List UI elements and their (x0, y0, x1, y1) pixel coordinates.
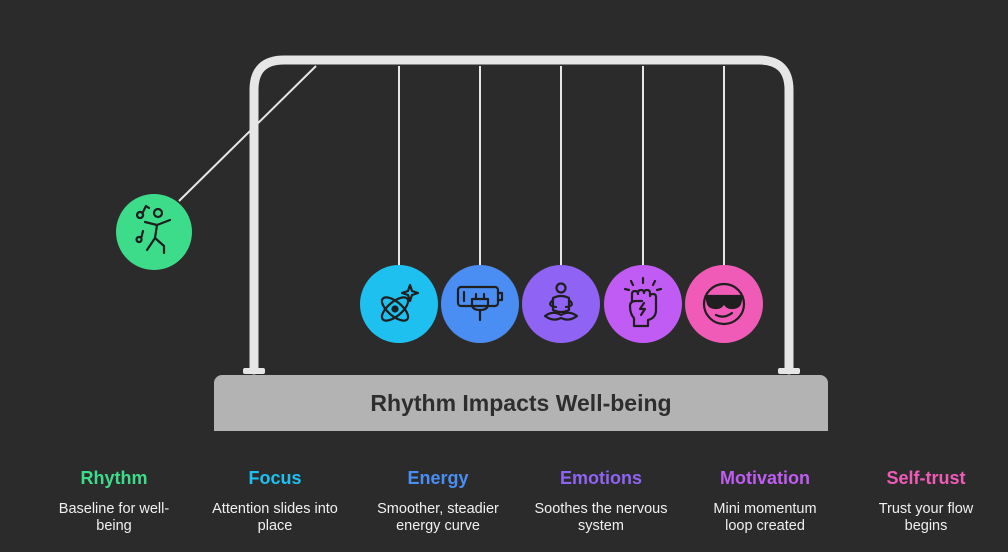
label-rhythm: Rhythm Baseline for well-being (29, 468, 199, 535)
frame-foot-left (243, 368, 265, 374)
raised-fist-icon (623, 276, 663, 328)
atom-sparkle-icon (380, 283, 420, 322)
label-motivation: Motivation Mini momentum loop created (680, 468, 850, 535)
ball-emotions (522, 265, 600, 343)
label-focus: Focus Attention slides into place (190, 468, 360, 535)
label-desc-energy: Smoother, steadier energy curve (377, 501, 499, 534)
label-emotions: Emotions Soothes the nervous system (516, 468, 686, 535)
label-selftrust: Self-trust Trust your flow begins (841, 468, 1008, 535)
label-title-energy: Energy (407, 468, 469, 488)
cradle-frame (249, 55, 794, 375)
diagram-title: Rhythm Impacts Well-being (370, 389, 672, 416)
labels-row: Rhythm Baseline for well-being Focus Att… (0, 468, 1008, 552)
label-title-selftrust: Self-trust (886, 468, 966, 488)
frame-foot-right (778, 368, 800, 374)
meditation-icon (543, 282, 579, 321)
label-title-rhythm: Rhythm (80, 468, 148, 488)
cool-face-sunglasses-icon (702, 282, 746, 326)
ball-focus (360, 265, 438, 343)
label-energy: Energy Smoother, steadier energy curve (353, 468, 523, 535)
label-desc-emotions: Soothes the nervous system (534, 501, 668, 534)
string-rhythm (178, 65, 317, 202)
label-desc-selftrust: Trust your flow begins (878, 501, 974, 534)
label-desc-rhythm: Baseline for well-being (58, 501, 170, 534)
cradle-base: Rhythm Impacts Well-being (214, 375, 828, 431)
ball-motivation (604, 265, 682, 343)
label-title-focus: Focus (248, 468, 302, 488)
dancing-person-icon (135, 204, 172, 255)
label-desc-motivation: Mini momentum loop created (713, 501, 817, 534)
battery-plug-icon (456, 285, 504, 322)
label-title-motivation: Motivation (720, 468, 810, 488)
ball-energy (441, 265, 519, 343)
label-desc-focus: Attention slides into place (212, 501, 338, 534)
ball-selftrust (685, 265, 763, 343)
label-title-emotions: Emotions (559, 468, 642, 488)
ball-rhythm (116, 194, 192, 270)
